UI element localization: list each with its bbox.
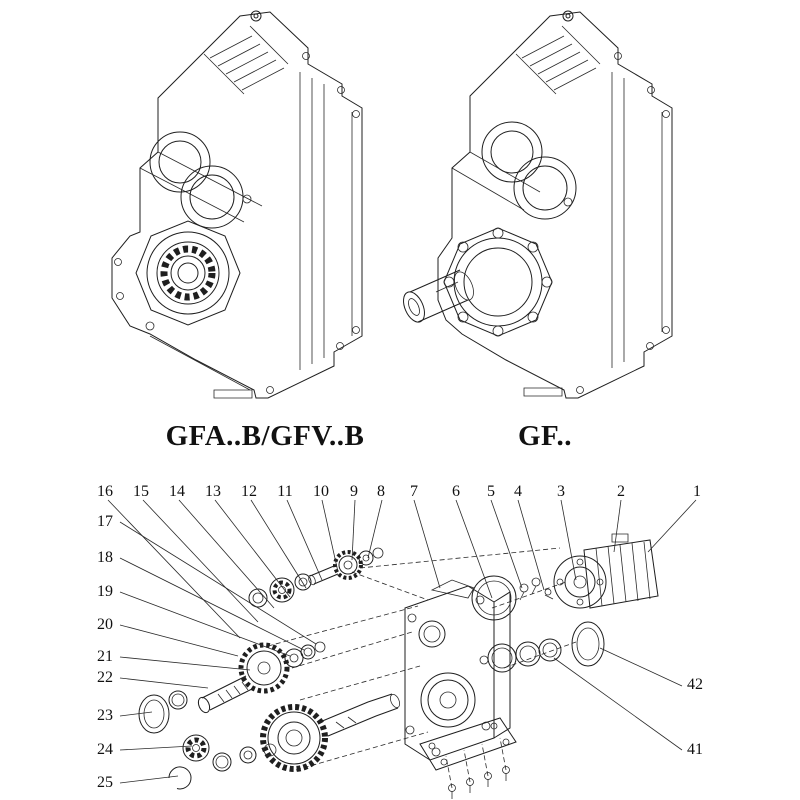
model-label-right: GF.. [517, 420, 573, 452]
part-number-1: 1 [693, 483, 701, 500]
part-number-10: 10 [313, 483, 329, 500]
bolt-holes [576, 52, 670, 394]
part-number-6: 6 [452, 483, 460, 500]
part-number-4: 4 [514, 483, 522, 500]
part-number-9: 9 [350, 483, 358, 500]
part-number-18: 18 [97, 549, 113, 566]
part-number-15: 15 [133, 483, 149, 500]
part-number-42: 42 [687, 676, 703, 693]
part-number-2: 2 [617, 483, 625, 500]
part-number-11: 11 [277, 483, 293, 500]
part-number-41: 41 [687, 741, 703, 758]
assembly-guide-lines [267, 547, 577, 771]
upper-bores [481, 121, 577, 220]
part-number-17: 17 [97, 513, 113, 530]
part-number-7: 7 [410, 483, 418, 500]
part-number-3: 3 [557, 483, 565, 500]
intermediate-gear-group [138, 641, 326, 734]
oil-plug-icon [250, 10, 262, 22]
part-number-5: 5 [487, 483, 495, 500]
part-number-14: 14 [169, 483, 185, 500]
gearbox-drawing-shaft-mounted [111, 10, 363, 399]
callout-leader-lines [107, 499, 697, 784]
part-number-8: 8 [377, 483, 385, 500]
flange-bolt-holes [443, 227, 553, 337]
part-number-16: 16 [97, 483, 113, 500]
part-number-22: 22 [97, 669, 113, 686]
exploded-parts-diagram [107, 499, 697, 799]
input-fasteners [471, 575, 554, 621]
cover-bolts [448, 766, 510, 799]
gear-housing-part [404, 579, 511, 761]
bolt-holes [114, 52, 360, 394]
output-rings [487, 621, 605, 673]
part-number-13: 13 [205, 483, 221, 500]
part-number-25: 25 [97, 774, 113, 791]
output-gear-group [168, 693, 401, 790]
part-number-20: 20 [97, 616, 113, 633]
part-number-21: 21 [97, 648, 113, 665]
input-shaft-group [248, 547, 384, 608]
motor-part [553, 533, 659, 609]
part-number-24: 24 [97, 741, 113, 758]
cover-plate-part [419, 717, 517, 799]
model-label-left: GFA..B/GFV..B [165, 420, 365, 452]
part-number-12: 12 [241, 483, 257, 500]
gearbox-drawing-flange-mounted [403, 10, 673, 399]
part-number-19: 19 [97, 583, 113, 600]
output-bearing [135, 220, 241, 326]
output-flange-and-shaft [403, 227, 553, 337]
part-number-23: 23 [97, 707, 113, 724]
input-bores [149, 131, 252, 229]
oil-plug-icon [562, 10, 574, 22]
